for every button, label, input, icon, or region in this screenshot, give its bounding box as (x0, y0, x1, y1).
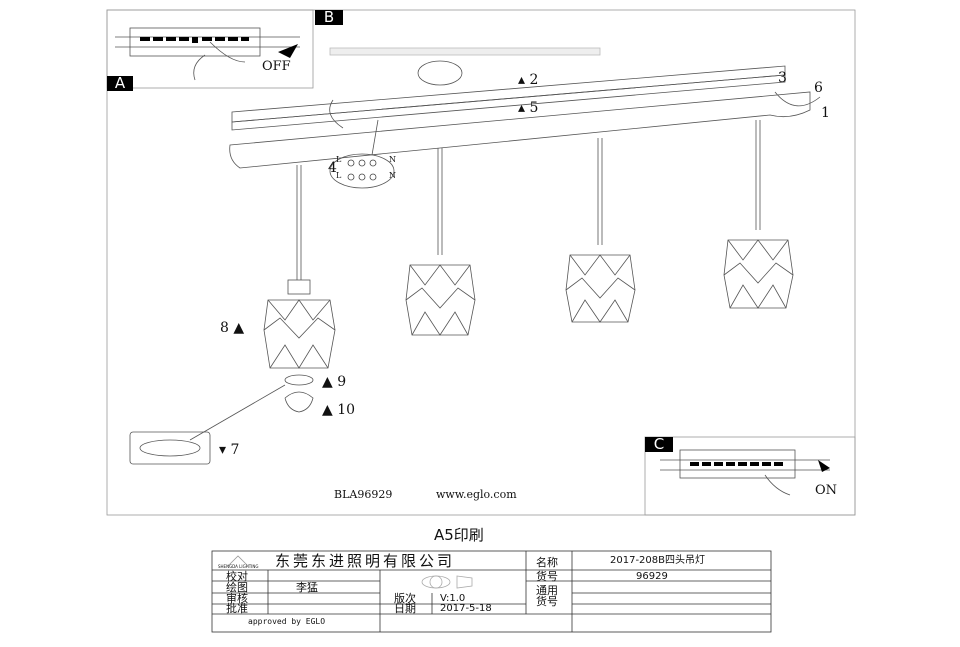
ceiling-hatch (329, 47, 601, 56)
callout-2-text: 2 (529, 72, 539, 88)
inset-label-a: A (107, 76, 133, 91)
callout-10: ▲ 10 (322, 402, 356, 418)
approved-by: approved by EGLO (248, 617, 326, 626)
draw-label: 绘图 (226, 581, 248, 594)
pendant-2 (405, 148, 476, 336)
model-code: BLA96929 (334, 488, 393, 501)
inset-label-c: C (645, 437, 673, 452)
inset-label-b: B (315, 10, 343, 25)
pendant-4 (723, 120, 794, 309)
callout-5: ▴ 5 (518, 100, 539, 116)
callout-10-text: 10 (337, 402, 356, 418)
callout-7-text: 7 (230, 442, 240, 458)
bulb (284, 391, 314, 413)
review-label: 审核 (226, 592, 248, 605)
company-logo (227, 555, 249, 567)
pendant-3 (565, 138, 636, 323)
terminal-block (329, 153, 395, 189)
switch-on-label: ON (815, 483, 838, 498)
item-no-label: 货号 (536, 570, 558, 583)
end-cap (774, 91, 821, 107)
name-label: 名称 (536, 556, 558, 569)
callout-6: 6 (814, 80, 823, 96)
title-block-grid (211, 550, 772, 633)
callout-9-text: 9 (337, 374, 347, 390)
callout-3: 3 (778, 70, 787, 86)
shade-ring (284, 374, 314, 386)
callout-1: 1 (821, 105, 830, 121)
print-size: A5印刷 (434, 526, 484, 544)
terminal-n-bottom: N (389, 171, 396, 180)
terminal-l-top: L (336, 155, 342, 164)
general-no-label-2: 货号 (536, 595, 558, 608)
projection-symbol (421, 575, 473, 589)
date-value: 2017-5-18 (440, 603, 492, 614)
website: www.eglo.com (436, 488, 517, 501)
callout-4: 4 (328, 160, 337, 176)
inset-c-frame (644, 436, 856, 516)
terminal-l-bottom: L (336, 171, 342, 180)
version-label: 版次 (394, 592, 416, 605)
general-no-label-1: 通用 (536, 584, 558, 597)
callout-5-text: 5 (529, 100, 539, 116)
breaker-panel-on (660, 449, 830, 496)
inset-b-frame (106, 9, 314, 89)
inset-7-frame (129, 431, 211, 465)
company-name: 东莞东进照明有限公司 (275, 552, 456, 570)
pendant-1 (263, 165, 336, 369)
logo-text: SHENGDA LIGHTING (218, 564, 259, 569)
callout-9: ▲ 9 (322, 374, 347, 390)
callout-2: ▴ 2 (518, 72, 539, 88)
version-value: V:1.0 (440, 593, 466, 604)
mounting-rail (231, 60, 786, 131)
approve-label: 批准 (226, 602, 248, 615)
callout-7: ▾ 7 (219, 442, 240, 458)
callout-8: 8 ▲ (220, 320, 245, 336)
date-label: 日期 (394, 602, 416, 615)
callout-8-text: 8 (220, 320, 229, 336)
name-value: 2017-208B四头吊灯 (610, 555, 706, 566)
check-label: 校对 (226, 570, 248, 583)
terminal-n-top: N (389, 155, 396, 164)
draw-value: 李猛 (296, 581, 318, 594)
breaker-panel-off (115, 27, 300, 81)
canopy-bar (229, 91, 811, 169)
switch-off-label: OFF (262, 59, 291, 74)
drawing-frame (106, 9, 856, 516)
item-no-value: 96929 (636, 571, 668, 582)
